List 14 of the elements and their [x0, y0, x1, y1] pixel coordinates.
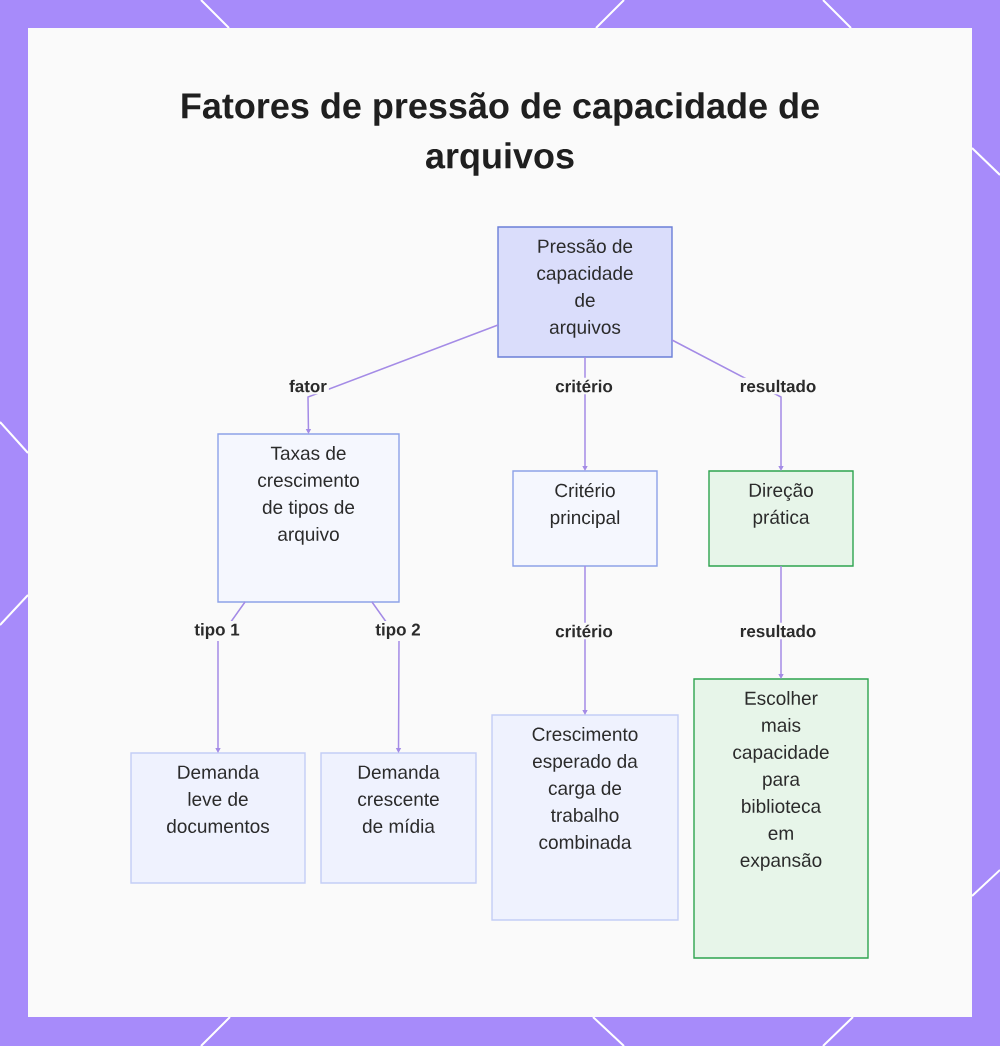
process-box: Demanda leve de documentos — [130, 752, 306, 884]
arrow — [582, 565, 588, 715]
process-box: Direção prática — [708, 470, 854, 567]
process-box: Taxas de crescimento de tipos de arquivo — [217, 433, 400, 603]
process-box: Crescimento esperado da carga de trabalho combinada — [491, 714, 679, 921]
process-box: Pressão de capacidade de arquivos — [497, 226, 673, 358]
process-box: Escolher mais capacidade para biblioteca em expansão — [693, 678, 869, 959]
arrow — [582, 356, 588, 471]
title: Fatores de pressão de capacidade de arquivos — [182, 92, 819, 176]
process-box: Demanda crescente de mídia — [320, 752, 477, 884]
edge-label: tipo 1 — [192, 621, 242, 641]
edge-label: tipo 2 — [373, 621, 423, 641]
process-box: Critério principal — [512, 470, 658, 567]
arrow — [778, 565, 784, 679]
